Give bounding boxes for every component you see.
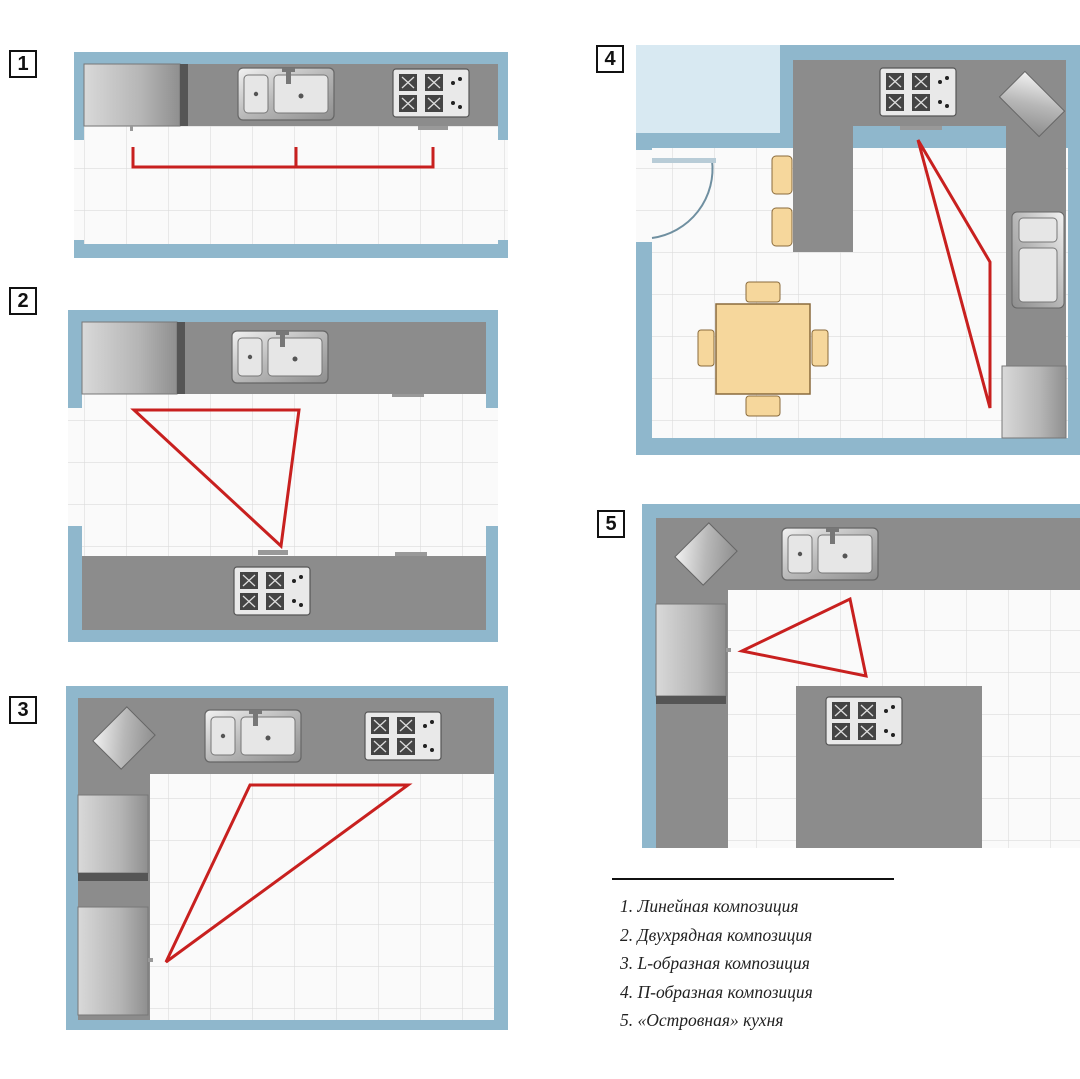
work-triangle-5 [737,596,868,678]
layout-3-l-shaped [66,686,508,1030]
layout-number-4: 4 [596,45,624,73]
legend-item: 3. L-образная композиция [620,953,810,973]
work-triangle-1 [131,147,435,169]
layout-4-u-shaped [636,45,1080,455]
layout-number-1: 1 [9,50,37,78]
legend-item: 1. Линейная композиция [620,896,799,916]
legend-item: 2. Двухрядная композиция [620,924,813,945]
work-triangle-2 [130,408,301,550]
layout-1-linear [74,52,508,258]
legend-item: 5. «Островная» кухня [620,1010,784,1030]
layout-2-double-row [68,310,498,642]
work-triangle-3 [164,783,413,964]
layout-number-2: 2 [9,287,37,315]
legend-item: 4. П-образная композиция [620,981,813,1002]
legend: 1. Линейная композиция 2. Двухрядная ком… [612,878,894,1035]
layout-number-3: 3 [9,696,37,724]
layout-5-island [642,504,1080,848]
legend-list: 1. Линейная композиция 2. Двухрядная ком… [612,892,894,1035]
legend-divider [612,878,894,880]
work-triangle-4 [916,139,992,409]
layout-number-5: 5 [597,510,625,538]
